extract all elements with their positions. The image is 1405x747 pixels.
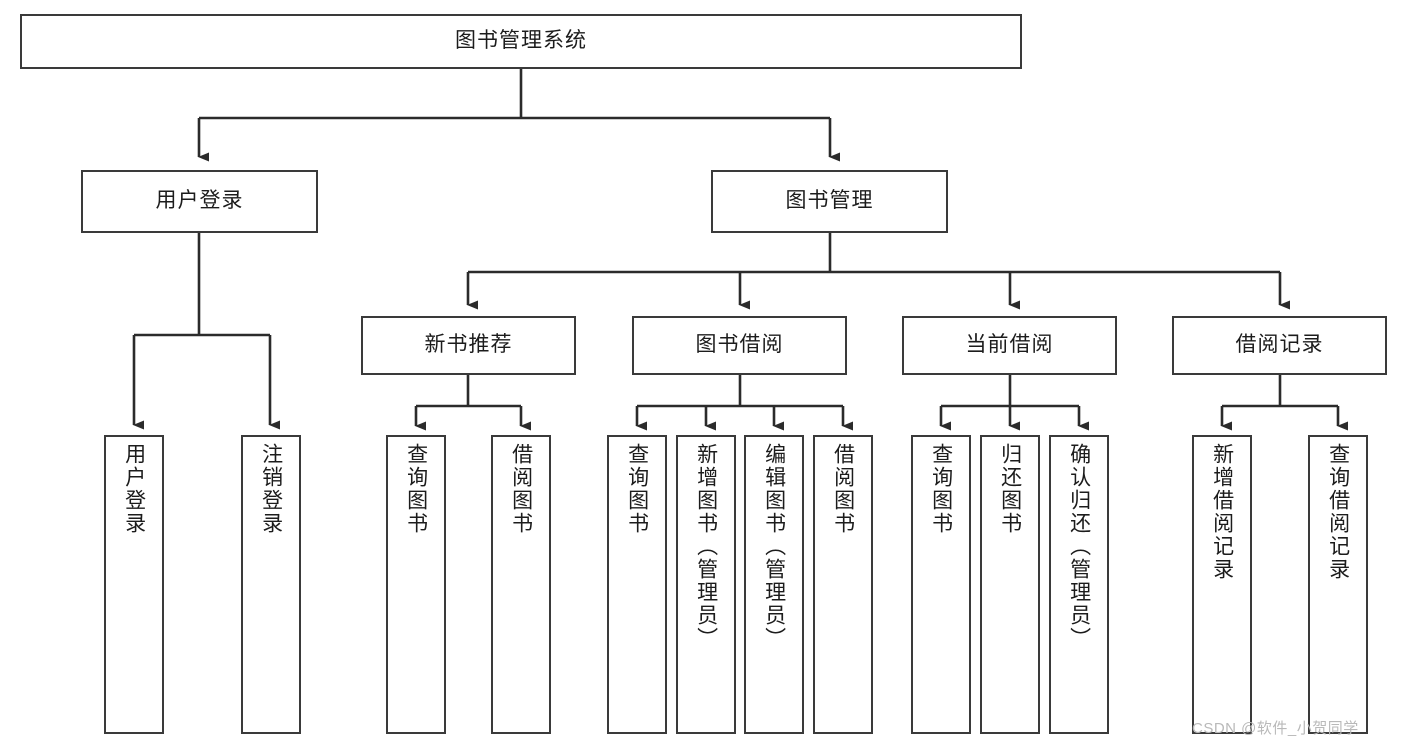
node-user-login-label: 用户登录 (155, 189, 244, 213)
node-user-login[interactable]: 用户登录 (81, 170, 318, 233)
node-leaf-edit-book-label: 编辑图书（管理员） (762, 443, 786, 650)
csdn-watermark: CSDN @软件_小贺同学 (1192, 720, 1359, 737)
node-leaf-query-book-rec[interactable]: 查询图书 (386, 435, 446, 734)
node-leaf-query-book-borrow-label: 查询图书 (625, 443, 649, 535)
node-leaf-query-book-rec-label: 查询图书 (404, 443, 428, 535)
node-book-borrow[interactable]: 图书借阅 (632, 316, 847, 375)
node-leaf-confirm-return-label: 确认归还（管理员） (1067, 443, 1091, 650)
node-leaf-query-record-label: 查询借阅记录 (1326, 443, 1350, 581)
node-book-borrow-label: 图书借阅 (695, 333, 784, 357)
node-leaf-borrow-book-rec[interactable]: 借阅图书 (491, 435, 551, 734)
node-borrow-record[interactable]: 借阅记录 (1172, 316, 1387, 375)
node-book-manage[interactable]: 图书管理 (711, 170, 948, 233)
node-leaf-borrow-book[interactable]: 借阅图书 (813, 435, 873, 734)
node-leaf-add-record-label: 新增借阅记录 (1210, 443, 1234, 581)
node-leaf-add-book[interactable]: 新增图书（管理员） (676, 435, 736, 734)
node-book-manage-label: 图书管理 (785, 189, 874, 213)
node-leaf-add-book-label: 新增图书（管理员） (694, 443, 718, 650)
node-leaf-confirm-return[interactable]: 确认归还（管理员） (1049, 435, 1109, 734)
node-new-book-recommend[interactable]: 新书推荐 (361, 316, 576, 375)
node-current-borrow-label: 当前借阅 (965, 333, 1054, 357)
node-leaf-add-record[interactable]: 新增借阅记录 (1192, 435, 1252, 734)
node-leaf-query-record[interactable]: 查询借阅记录 (1308, 435, 1368, 734)
node-leaf-query-book-current-label: 查询图书 (929, 443, 953, 535)
node-root-label: 图书管理系统 (455, 29, 587, 53)
node-leaf-user-login[interactable]: 用户登录 (104, 435, 164, 734)
node-leaf-query-book-current[interactable]: 查询图书 (911, 435, 971, 734)
node-leaf-user-logout[interactable]: 注销登录 (241, 435, 301, 734)
node-leaf-query-book-borrow[interactable]: 查询图书 (607, 435, 667, 734)
node-leaf-user-logout-label: 注销登录 (259, 443, 283, 535)
node-new-book-recommend-label: 新书推荐 (424, 333, 513, 357)
node-current-borrow[interactable]: 当前借阅 (902, 316, 1117, 375)
node-root[interactable]: 图书管理系统 (20, 14, 1022, 69)
node-leaf-return-book-label: 归还图书 (998, 443, 1022, 535)
node-leaf-edit-book[interactable]: 编辑图书（管理员） (744, 435, 804, 734)
node-leaf-borrow-book-rec-label: 借阅图书 (509, 443, 533, 535)
node-leaf-user-login-label: 用户登录 (122, 443, 146, 535)
node-leaf-borrow-book-label: 借阅图书 (831, 443, 855, 535)
node-leaf-return-book[interactable]: 归还图书 (980, 435, 1040, 734)
node-borrow-record-label: 借阅记录 (1235, 333, 1324, 357)
